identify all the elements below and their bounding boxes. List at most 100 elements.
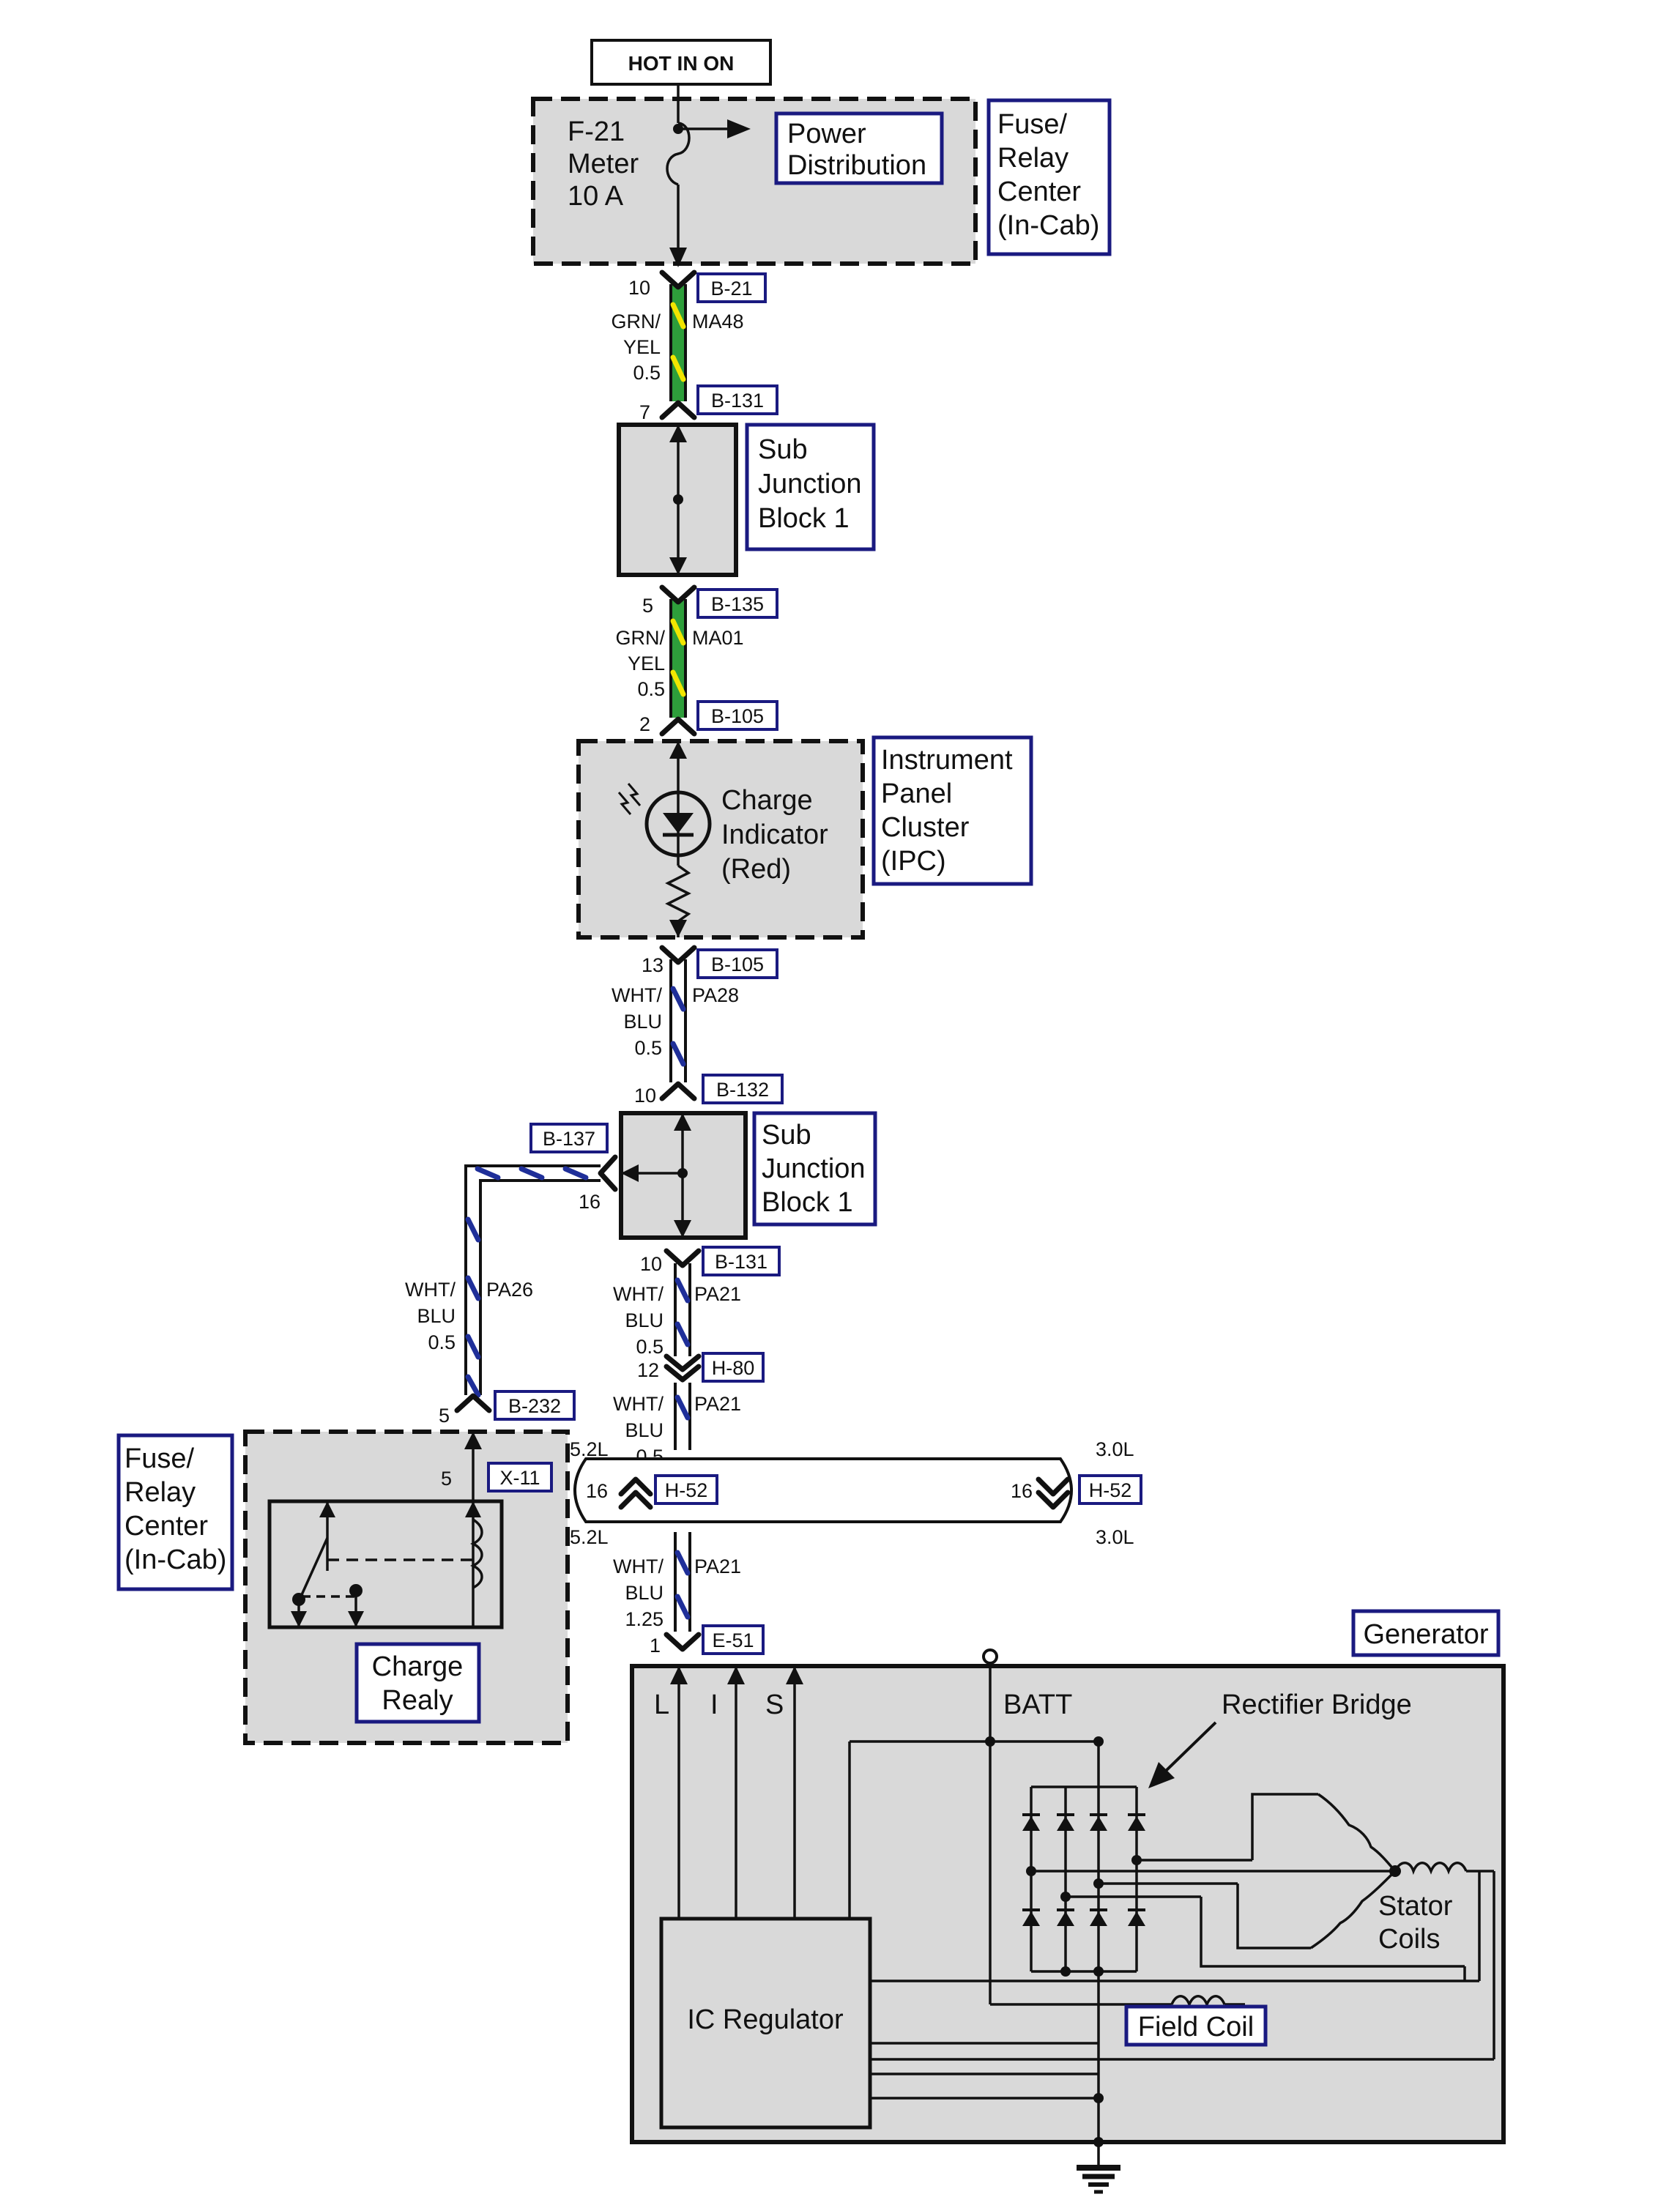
terminal-s-arrow-icon [786,1666,803,1684]
hot-in-on-label: HOT IN ON [590,39,772,86]
svg-text:B-131: B-131 [715,1251,767,1273]
connector-b105a-symbol [659,716,697,737]
power-distribution-label: Power Distribution [774,111,944,185]
stator-coils-label: Stator Coils [1378,1891,1453,1955]
connector-h52-right-label: H-52 [1078,1474,1142,1505]
svg-text:IC Regulator: IC Regulator [687,2004,844,2035]
svg-text:Rectifier Bridge: Rectifier Bridge [1222,1689,1412,1720]
svg-text:MA48: MA48 [692,311,744,332]
svg-text:Power: Power [787,119,866,149]
arrow-down-icon [669,248,687,267]
svg-text:16: 16 [586,1480,608,1502]
wire-ma48-label: GRN/ YEL 0.5 MA48 [612,311,744,384]
svg-text:B-131: B-131 [711,390,764,412]
svg-text:2: 2 [639,713,650,735]
rectifier-bridge-symbol [1022,1741,1145,1977]
wire-pa28-label: WHT/ BLU 0.5 PA28 [612,984,739,1059]
connector-b132-label: B-132 [702,1074,784,1104]
svg-text:5.2L: 5.2L [570,1438,609,1460]
svg-text:BLU: BLU [625,1582,664,1604]
svg-text:3.0L: 3.0L [1096,1526,1134,1548]
svg-text:B-105: B-105 [711,953,764,975]
svg-text:(In-Cab): (In-Cab) [997,210,1099,241]
svg-text:0.5: 0.5 [636,1336,664,1358]
svg-text:5: 5 [439,1405,450,1427]
svg-text:MA01: MA01 [692,627,744,649]
svg-text:0.5: 0.5 [637,678,665,700]
svg-text:BLU: BLU [623,1011,662,1033]
ground-icon [1077,1971,1120,2194]
resistor-icon [665,855,691,937]
connector-b232-symbol [454,1393,492,1413]
svg-text:Block 1: Block 1 [758,503,850,534]
charge-indicator-label: Charge Indicator (Red) [721,785,828,885]
svg-text:B-137: B-137 [543,1128,595,1150]
connector-b135-label: B-135 [696,588,778,619]
svg-text:10 A: 10 A [568,181,624,212]
svg-text:Junction: Junction [758,469,862,499]
fuse-f21-label: F-21 Meter 10 A [568,116,639,212]
svg-text:12: 12 [637,1359,659,1381]
svg-text:10: 10 [640,1253,662,1275]
connector-b137-label: B-137 [529,1123,609,1153]
svg-text:WHT/: WHT/ [612,984,662,1006]
svg-text:PA21: PA21 [694,1393,741,1415]
connector-h52-right-symbol [1036,1476,1071,1510]
svg-text:GRN/: GRN/ [612,311,661,332]
generator-box [630,1664,1506,2144]
svg-text:10: 10 [628,277,650,299]
field-coil-label: Field Coil [1124,2004,1268,2047]
svg-text:BLU: BLU [625,1309,664,1331]
svg-text:X-11: X-11 [499,1467,540,1489]
svg-text:WHT/: WHT/ [613,1283,664,1305]
sub-junction-block-lower-label: Sub Junction Block 1 [752,1111,877,1227]
svg-text:GRN/: GRN/ [616,627,666,649]
svg-text:B-105: B-105 [711,705,764,727]
svg-text:BLU: BLU [625,1419,664,1441]
connector-b137-symbol [598,1154,618,1192]
instrument-panel-cluster-box [576,739,865,940]
svg-text:Distribution: Distribution [787,150,926,181]
svg-text:16: 16 [1011,1480,1033,1502]
svg-text:0.5: 0.5 [634,1037,662,1059]
fuse-symbol [666,99,751,267]
svg-text:Center: Center [124,1511,208,1542]
connector-h52-left-symbol [618,1476,653,1510]
stator-coils-symbol [870,1793,1481,1982]
svg-text:0.5: 0.5 [428,1331,456,1353]
svg-text:BLU: BLU [417,1305,456,1327]
arrow-pointer-icon [1148,1762,1175,1788]
svg-text:HOT IN ON: HOT IN ON [628,52,735,75]
svg-text:BATT: BATT [1003,1689,1072,1720]
svg-text:(IPC): (IPC) [881,846,946,877]
connector-b105a-label: B-105 [696,700,778,731]
svg-text:YEL: YEL [623,336,661,358]
svg-text:WHT/: WHT/ [405,1279,456,1301]
terminal-l-arrow-icon [670,1666,688,1684]
svg-text:1.25: 1.25 [625,1608,664,1630]
charge-relay-symbol [267,1494,504,1629]
connector-x11-label: X-11 [487,1462,553,1492]
svg-text:Panel: Panel [881,778,952,809]
svg-text:Charge: Charge [721,785,813,816]
svg-text:E-51: E-51 [712,1629,754,1651]
connector-b105b-symbol [659,945,697,965]
terminal-i-arrow-icon [727,1666,745,1684]
svg-text:I: I [710,1689,718,1720]
svg-text:Sub: Sub [758,434,808,465]
connector-b131a-label: B-131 [696,384,778,415]
connector-b21-label: B-21 [696,272,767,303]
instrument-panel-cluster-label: Instrument Panel Cluster (IPC) [871,735,1033,886]
svg-text:Cluster: Cluster [881,812,970,843]
svg-text:3.0L: 3.0L [1096,1438,1134,1460]
svg-text:H-52: H-52 [1089,1479,1132,1501]
connector-h80-label: H-80 [702,1352,765,1383]
connector-b232-label: B-232 [494,1390,576,1421]
charge-relay-label: Charge Realy [354,1642,481,1724]
svg-text:Realy: Realy [382,1685,453,1716]
svg-text:13: 13 [642,954,664,976]
connector-b132-symbol [659,1081,697,1101]
svg-text:F-21: F-21 [568,116,625,147]
connector-e51-label: E-51 [702,1624,765,1655]
